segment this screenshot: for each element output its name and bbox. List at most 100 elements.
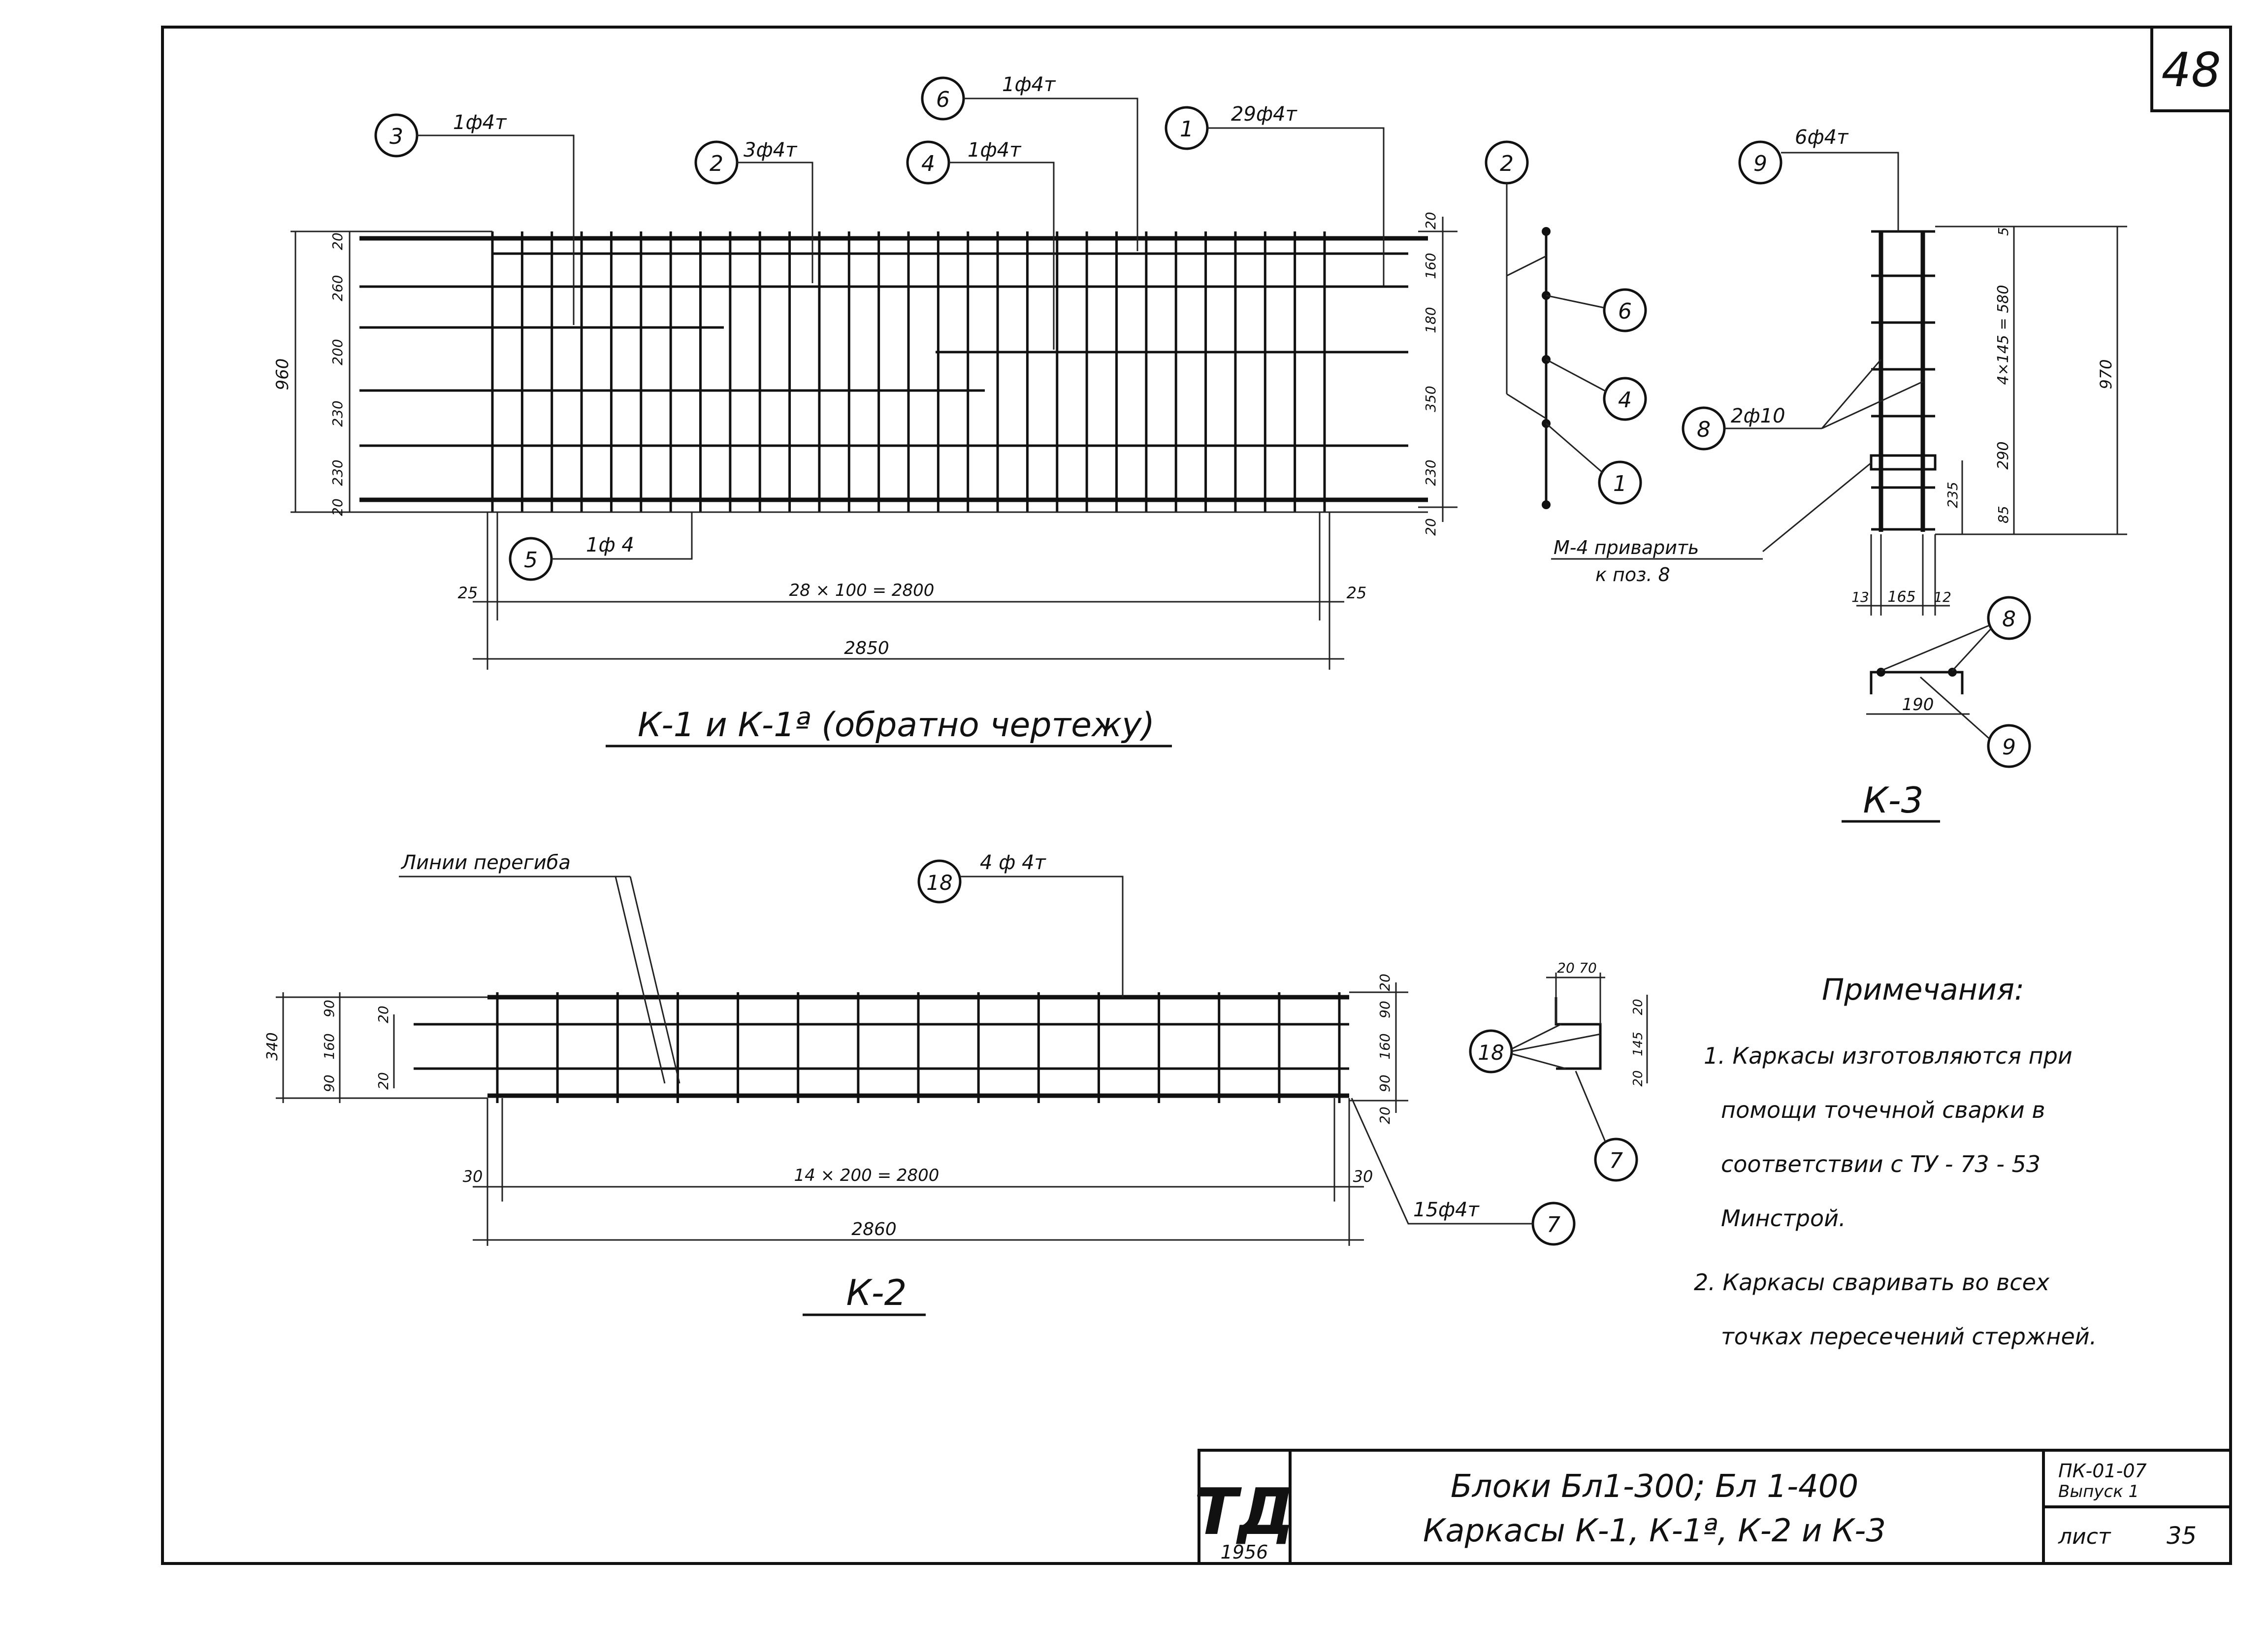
k2-rdim-160: 160 bbox=[1377, 1033, 1393, 1059]
k1-rdim-160: 160 bbox=[1423, 253, 1439, 279]
k1-callout-3: 3 1ф4т bbox=[374, 111, 575, 325]
svg-text:2ф10: 2ф10 bbox=[1731, 405, 1785, 427]
k2-dim-30-left: 30 bbox=[463, 1167, 483, 1186]
k1-dims-left: 960 20 260 200 230 230 20 bbox=[273, 232, 346, 516]
k3-callout-9: 9 6ф4т bbox=[1738, 126, 1899, 231]
k1-dims-right: 20 160 180 350 230 20 bbox=[1423, 212, 1439, 536]
k1-rdim-230: 230 bbox=[1423, 459, 1439, 486]
title-code-1: ПК-01-07 bbox=[2058, 1460, 2147, 1482]
svg-text:8: 8 bbox=[2002, 607, 2016, 632]
k2-bend-line-1 bbox=[615, 876, 666, 1084]
k3-dim-12: 12 bbox=[1934, 589, 1951, 605]
svg-text:6: 6 bbox=[1618, 299, 1632, 324]
k2-rdim-20b: 20 bbox=[1377, 1107, 1393, 1124]
k3-subsection: 190 8 9 bbox=[1866, 596, 2031, 768]
k2-dim-90-bot: 90 bbox=[321, 1074, 337, 1092]
note-line-1: 1. Каркасы изготовляются при bbox=[1704, 1042, 2073, 1069]
k1-dim-20-top: 20 bbox=[329, 232, 346, 250]
k1-callout-1: 1 29ф4т bbox=[1165, 103, 1385, 286]
detail-dim-20b: 20 bbox=[1631, 1070, 1646, 1086]
k2-callout-7: 7 15ф4т bbox=[1351, 1098, 1576, 1246]
svg-text:18: 18 bbox=[926, 871, 952, 895]
detail-dim-145: 145 bbox=[1631, 1032, 1646, 1056]
k3-dim-13: 13 bbox=[1851, 589, 1869, 605]
section-label-4: 4 bbox=[1546, 358, 1647, 421]
k2-dim-20b: 20 bbox=[375, 1072, 391, 1090]
k3-dim-235: 235 bbox=[1944, 482, 1961, 508]
note-line-2: помощи точечной сварки в bbox=[1721, 1097, 2045, 1123]
svg-text:1: 1 bbox=[1613, 471, 1627, 496]
k2-dim-160: 160 bbox=[321, 1033, 337, 1059]
k2-rdim-20a: 20 bbox=[1377, 974, 1393, 991]
k1-rdim-20b: 20 bbox=[1423, 518, 1439, 536]
detail-dim-20: 20 bbox=[1557, 960, 1575, 976]
svg-text:1ф 4: 1ф 4 bbox=[586, 534, 634, 556]
note-line-5: 2. Каркасы сваривать во всех bbox=[1694, 1269, 2050, 1296]
detail-dim-70: 70 bbox=[1579, 960, 1597, 976]
svg-text:9: 9 bbox=[2002, 735, 2016, 760]
title-year: 1956 bbox=[1221, 1541, 1268, 1563]
k1-dim-230b: 230 bbox=[329, 459, 346, 486]
svg-text:9: 9 bbox=[1753, 151, 1767, 176]
svg-text:1ф4т: 1ф4т bbox=[968, 139, 1022, 162]
k2-dim-2860: 2860 bbox=[851, 1219, 897, 1239]
bend-detail: 20 70 20 145 20 18 7 bbox=[1469, 960, 1648, 1182]
k1-vertical-bars bbox=[491, 231, 1326, 512]
title-sheet-label: лист bbox=[2058, 1524, 2111, 1549]
notes-title: Примечания: bbox=[1822, 973, 2024, 1007]
note-line-3: соответствии с ТУ - 73 - 53 bbox=[1721, 1151, 2041, 1177]
k3-dim-290: 290 bbox=[1995, 441, 2012, 469]
k1-dim-2800: 28 × 100 = 2800 bbox=[789, 581, 935, 600]
k1-callout-2: 2 3ф4т bbox=[694, 139, 813, 283]
k2-rdim-90a: 90 bbox=[1377, 1001, 1393, 1018]
k2-bend-line-2 bbox=[629, 876, 680, 1084]
k2-vertical-bars bbox=[496, 992, 1341, 1103]
k2-rdim-90b: 90 bbox=[1377, 1074, 1393, 1092]
title-line-1: Блоки Бл1-300; Бл 1-400 bbox=[1451, 1468, 1858, 1505]
k1-dim-2850: 2850 bbox=[844, 638, 889, 658]
note-line-4: Минстрой. bbox=[1721, 1205, 1846, 1232]
k1-dim-230a: 230 bbox=[329, 400, 346, 426]
section-label-2: 2 bbox=[1485, 140, 1547, 420]
k1-dim-200: 200 bbox=[329, 339, 346, 365]
k2-bend-label: Линии перегиба bbox=[400, 851, 571, 874]
svg-text:4: 4 bbox=[921, 151, 935, 176]
k1-rdim-350: 350 bbox=[1423, 386, 1439, 412]
svg-text:1ф4т: 1ф4т bbox=[453, 111, 507, 134]
k3-dim-970: 970 bbox=[2097, 359, 2115, 389]
svg-text:4: 4 bbox=[1618, 388, 1632, 413]
detail-label-7: 7 bbox=[1609, 1148, 1623, 1173]
k1-dim-25-left: 25 bbox=[458, 584, 478, 602]
k2-caption: К-2 bbox=[846, 1272, 907, 1313]
title-line-2: Каркасы К-1, К-1ª, К-2 и К-3 bbox=[1423, 1513, 1886, 1549]
svg-text:5: 5 bbox=[524, 548, 538, 573]
detail-label-18: 18 bbox=[1478, 1041, 1504, 1065]
svg-text:7: 7 bbox=[1547, 1212, 1560, 1237]
note-line-6: точках пересечений стержней. bbox=[1721, 1323, 2097, 1350]
sheet-number-box bbox=[2150, 27, 2231, 112]
k3-dim-580: 4×145 = 580 bbox=[1995, 285, 2012, 385]
k1-callout-5: 5 1ф 4 bbox=[509, 512, 693, 581]
title-sheet-no: 35 bbox=[2167, 1522, 2197, 1550]
svg-text:15ф4т: 15ф4т bbox=[1413, 1199, 1480, 1221]
k3-dim-165: 165 bbox=[1887, 588, 1915, 606]
svg-text:8: 8 bbox=[1697, 417, 1711, 442]
svg-text:1: 1 bbox=[1180, 117, 1194, 142]
svg-text:2: 2 bbox=[710, 151, 723, 176]
section-note-2: к поз. 8 bbox=[1595, 564, 1670, 586]
k1-cage-drawing: 960 20 260 200 230 230 20 20 160 180 350… bbox=[273, 73, 1458, 748]
section-view: 2 6 4 1 М-4 приварить к поз. 8 bbox=[1485, 140, 1763, 586]
section-note-1: М-4 приварить bbox=[1554, 537, 1699, 558]
k3-dim-190: 190 bbox=[1902, 695, 1934, 715]
k1-dim-960: 960 bbox=[273, 358, 292, 391]
svg-text:1ф4т: 1ф4т bbox=[1002, 73, 1056, 96]
k2-dim-20a: 20 bbox=[375, 1006, 391, 1023]
svg-text:3: 3 bbox=[389, 124, 403, 149]
title-code-2: Выпуск 1 bbox=[2058, 1482, 2139, 1501]
k3-dim-85: 85 bbox=[1995, 506, 2011, 523]
svg-text:3ф4т: 3ф4т bbox=[744, 139, 798, 162]
detail-dim-20a: 20 bbox=[1631, 999, 1646, 1015]
sheet-number: 48 bbox=[2162, 43, 2221, 98]
k1-dim-25-right: 25 bbox=[1347, 584, 1367, 602]
